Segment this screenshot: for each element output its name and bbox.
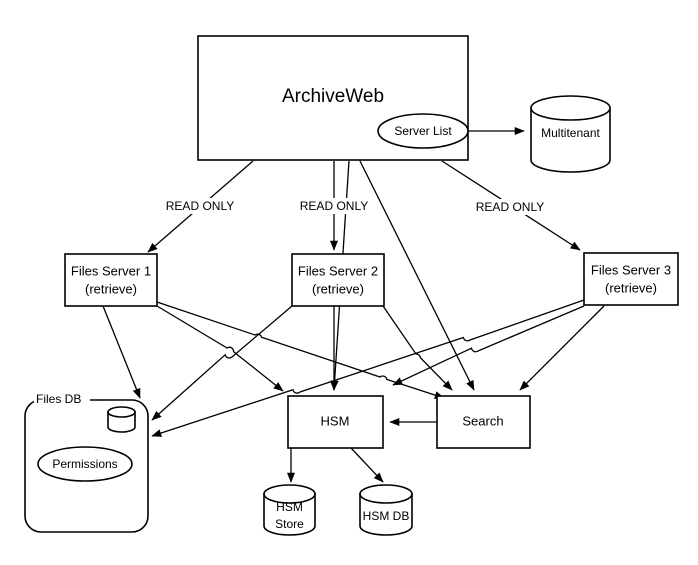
node-archiveweb[interactable]: ArchiveWeb xyxy=(197,35,469,161)
node-files-server-1[interactable]: Files Server 1 (retrieve) xyxy=(64,253,158,307)
edge-files-server-1-to-files-db xyxy=(102,305,141,399)
edge-files-server-1-to-search xyxy=(156,301,445,399)
node-files-db[interactable]: Files DB Permissions xyxy=(24,392,149,533)
node-hsm-db-label: HSM DB xyxy=(363,509,410,523)
node-archiveweb-label: ArchiveWeb xyxy=(282,86,384,107)
node-files-server-1-label-line1: Files Server 1 xyxy=(71,263,151,278)
node-files-db-label: Files DB xyxy=(36,392,81,406)
node-search[interactable]: Search xyxy=(436,395,531,449)
edge-label-layer: READ ONLY READ ONLY READ ONLY xyxy=(160,198,550,215)
edge-files-server-3-to-files-db xyxy=(151,299,585,437)
node-hsm-store-label-line2: Store xyxy=(275,517,304,531)
node-hsm[interactable]: HSM xyxy=(287,395,384,449)
edge-hsm-to-hsm-db xyxy=(350,447,384,483)
node-hsm-store[interactable]: HSM Store xyxy=(263,484,316,536)
node-hsm-db[interactable]: HSM DB xyxy=(359,484,413,536)
edge-files-server-2-to-search xyxy=(382,305,453,391)
node-multitenant[interactable]: Multitenant xyxy=(530,95,611,173)
edge-label-read-only-1: READ ONLY xyxy=(166,199,234,213)
node-search-label: Search xyxy=(462,413,503,428)
node-files-server-2-label-line1: Files Server 2 xyxy=(298,263,378,278)
edge-files-server-3-to-search xyxy=(519,305,605,391)
node-hsm-store-label-line1: HSM xyxy=(276,500,303,514)
node-files-db-cylinder xyxy=(107,406,136,433)
node-server-list-label: Server List xyxy=(394,124,452,138)
node-files-server-1-label-line2: (retrieve) xyxy=(85,281,137,296)
edge-label-read-only-2: READ ONLY xyxy=(300,199,368,213)
node-files-server-3-label-line1: Files Server 3 xyxy=(591,262,671,277)
node-permissions[interactable]: Permissions xyxy=(37,446,133,482)
node-files-server-3-label-line2: (retrieve) xyxy=(605,280,657,295)
edge-files-server-1-to-hsm xyxy=(156,305,284,392)
node-server-list[interactable]: Server List xyxy=(377,113,469,149)
node-hsm-label: HSM xyxy=(321,413,350,428)
node-files-server-2-label-line2: (retrieve) xyxy=(312,281,364,296)
node-files-server-2[interactable]: Files Server 2 (retrieve) xyxy=(291,253,385,307)
edge-files-server-2-to-files-db xyxy=(151,305,293,421)
node-files-server-3[interactable]: Files Server 3 (retrieve) xyxy=(583,252,679,306)
edge-files-server-3-to-hsm xyxy=(392,305,585,386)
edge-archiveweb-to-search xyxy=(359,160,475,391)
edge-label-read-only-3: READ ONLY xyxy=(476,200,544,214)
node-permissions-label: Permissions xyxy=(52,457,117,471)
node-multitenant-label: Multitenant xyxy=(541,126,600,140)
